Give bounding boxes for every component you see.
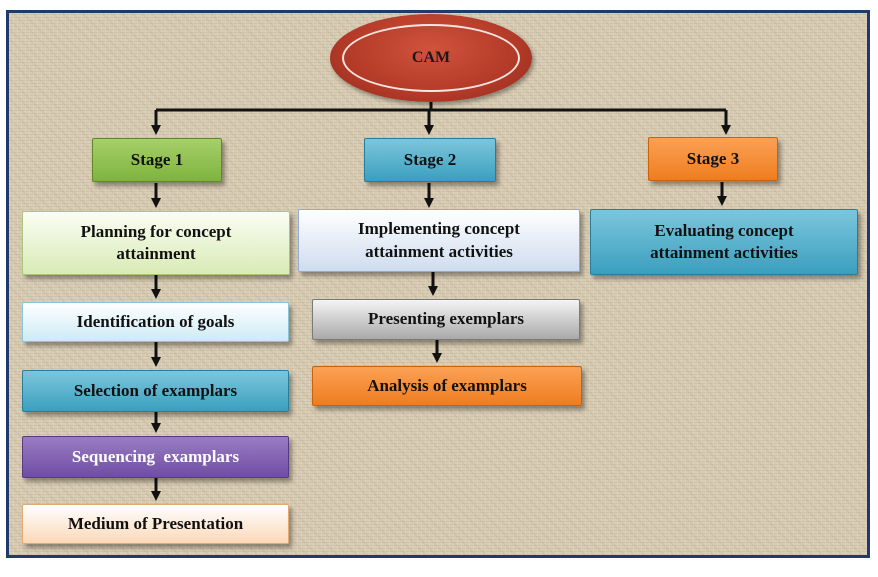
- stage-1-step-node: Medium of Presentation: [22, 504, 289, 544]
- stage-2-step-node: Analysis of examplars: [312, 366, 582, 406]
- stage-1-label: Stage 1: [130, 149, 184, 169]
- stage-2-step-label: Presenting exemplars: [368, 309, 524, 329]
- root-node-cam: CAM: [330, 14, 532, 102]
- root-node-inner-ring: CAM: [342, 24, 520, 92]
- stage-1-title: Planning for concept attainment: [80, 221, 232, 263]
- stage-1-step-label: Selection of examplars: [73, 380, 238, 400]
- stage-2-title: Implementing concept attainment activiti…: [358, 219, 520, 261]
- stage-2-title-node: Implementing concept attainment activiti…: [298, 209, 580, 272]
- stage-1-step-label: Sequencing examplars: [71, 446, 240, 466]
- stage-1-step-label: Identification of goals: [76, 311, 235, 331]
- stage-1-step-node: Identification of goals: [22, 302, 289, 342]
- stage-3-label: Stage 3: [686, 148, 740, 168]
- stage-1-step-label: Medium of Presentation: [67, 513, 244, 533]
- stage-3-title-node: Evaluating concept attainment activities: [590, 209, 858, 275]
- stage-1-node: Stage 1: [92, 138, 222, 182]
- stage-1-step-node: Selection of examplars: [22, 370, 289, 412]
- stage-2-label: Stage 2: [403, 149, 457, 169]
- stage-3-title: Evaluating concept attainment activities: [650, 220, 798, 262]
- stage-3-node: Stage 3: [648, 137, 778, 181]
- stage-1-step-node: Sequencing examplars: [22, 436, 289, 478]
- stage-1-title-node: Planning for concept attainment: [22, 211, 290, 275]
- root-node-label: CAM: [411, 49, 451, 66]
- stage-2-step-node: Presenting exemplars: [312, 299, 580, 340]
- stage-2-node: Stage 2: [364, 138, 496, 182]
- stage-2-step-label: Analysis of examplars: [367, 375, 527, 395]
